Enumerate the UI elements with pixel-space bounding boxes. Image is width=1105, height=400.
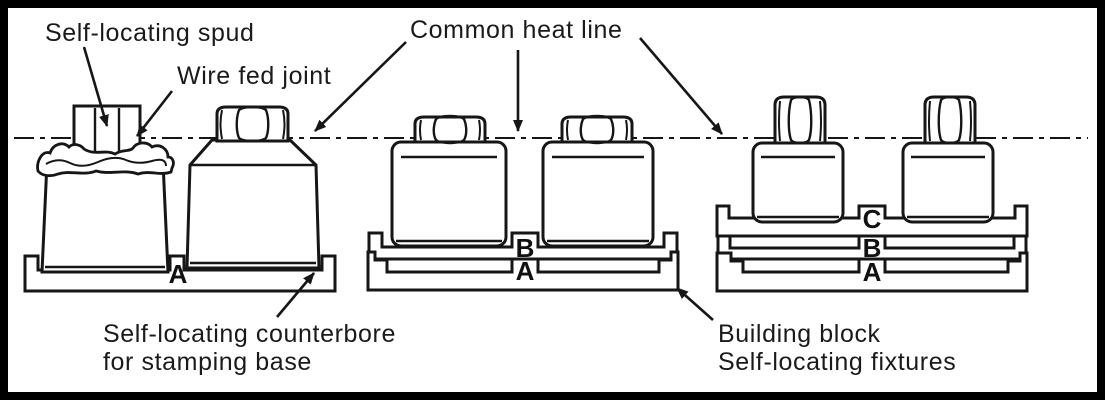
building-block-label-line2: Self-locating fixtures <box>718 348 956 376</box>
hex-nut <box>923 95 977 145</box>
left-plate-letter-a: A <box>169 259 188 289</box>
spud-facet-lines <box>93 108 121 152</box>
left-base-plate-a <box>23 254 337 293</box>
right-plate-c <box>715 204 1029 238</box>
hex-nut-center-facet <box>937 95 963 145</box>
spud-fixture-body <box>40 160 170 274</box>
spud-label: Self-locating spud <box>45 19 255 47</box>
middle-plate-b <box>367 231 679 261</box>
hex-nut-center-facet <box>432 114 468 145</box>
wire-joint-arrow-icon <box>135 90 174 137</box>
right-plate-letter-c: C <box>863 204 882 234</box>
right-plate-b <box>716 234 1028 261</box>
hex-nut-center-facet <box>787 95 813 145</box>
left-fixture-group: A <box>23 104 337 293</box>
right-body-1-lines <box>757 155 839 219</box>
counterbore-label-line2: for stamping base <box>103 348 312 376</box>
middle-plate-letter-b: B <box>516 233 535 263</box>
counterbore-arrow-icon <box>276 272 315 318</box>
hex-nut <box>773 95 827 145</box>
hex-nut <box>560 115 634 144</box>
building-block-arrow-icon <box>676 287 714 321</box>
right-fixture-body-1 <box>751 141 845 224</box>
hex-nut <box>215 105 290 143</box>
melt-seam-line <box>45 156 167 167</box>
hex-nut-side-facets <box>928 100 972 142</box>
heat-line-label: Common heat line <box>410 16 622 44</box>
middle-body-2-lines <box>547 155 649 243</box>
annotation-arrows <box>82 37 723 321</box>
middle-plate-a <box>366 250 680 292</box>
hex-nut-side-facets <box>419 119 481 141</box>
middle-fixture-group: B A <box>366 114 680 292</box>
hex-nut-side-facets <box>566 119 628 141</box>
hex-nut-center-facet <box>235 105 270 143</box>
hex-nut <box>413 115 487 144</box>
hex-fixture-body <box>185 138 321 270</box>
counterbore-label-line1: Self-locating counterbore <box>103 320 396 348</box>
wire-joint-label: Wire fed joint <box>177 62 331 90</box>
spud-arrow-icon <box>82 46 109 127</box>
hex-nut-side-facets <box>778 100 822 142</box>
middle-body-1-lines <box>396 155 502 243</box>
right-fixture-group: C B A <box>715 95 1029 293</box>
hex-nut-center-facet <box>579 114 615 145</box>
heat-line-right-arrow-icon <box>639 37 723 135</box>
right-body-2-lines <box>907 155 989 219</box>
right-fixture-body-2 <box>901 141 995 224</box>
right-plate-letter-b: B <box>863 233 882 263</box>
right-plate-letter-a: A <box>863 257 882 287</box>
right-plate-a <box>715 251 1029 293</box>
heat-line-left-arrow-icon <box>314 41 407 132</box>
building-block-label-line1: Building block <box>718 320 881 348</box>
middle-plate-letter-a: A <box>516 256 535 286</box>
hex-nut-side-facets <box>219 109 286 140</box>
annotation-labels: Self-locating spud Wire fed joint Common… <box>45 16 956 376</box>
